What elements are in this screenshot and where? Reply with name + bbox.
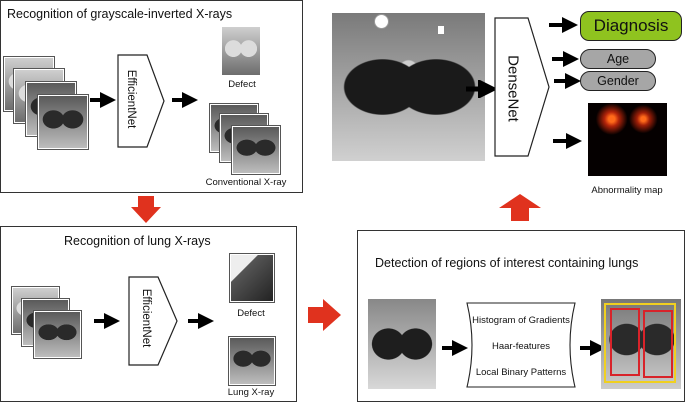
- panel3-title: Detection of regions of interest contain…: [375, 256, 639, 270]
- diagnosis-output: Diagnosis: [580, 11, 682, 41]
- defect-label-1: Defect: [228, 79, 256, 90]
- red-arrow-up: [499, 194, 541, 221]
- main-chest-xray: [332, 13, 485, 161]
- feature-methods-block: [466, 302, 576, 388]
- xray-side-marker: [438, 26, 444, 34]
- arrow-to-features: [442, 340, 468, 356]
- roi-right-lung-box: [643, 310, 673, 378]
- feature-lbp: Local Binary Patterns: [475, 367, 567, 378]
- feature-hog: Histogram of Gradients: [472, 315, 570, 326]
- input-xray-stack-2c: [34, 311, 81, 358]
- roi-left-lung-box: [610, 308, 640, 376]
- arrow-to-efficientnet-2: [94, 313, 120, 329]
- input-xray-stack-1d: [38, 95, 88, 149]
- defect-xray-2: [230, 254, 274, 302]
- efficientnet-block-2: [128, 276, 178, 366]
- abnormality-map-image: [588, 103, 667, 176]
- arrow-from-efficientnet-2: [188, 313, 214, 329]
- feature-haar: Haar-features: [491, 341, 551, 352]
- roi-input-xray: [368, 299, 436, 389]
- xray-marker-icon: [374, 14, 389, 29]
- conventional-label: Conventional X-ray: [205, 177, 287, 188]
- defect-xray-1: [222, 27, 260, 75]
- arrow-from-efficientnet-1: [172, 92, 198, 108]
- efficientnet-label-1: EfficientNet: [125, 69, 137, 129]
- gender-output: Gender: [580, 71, 656, 91]
- panel1-title: Recognition of grayscale-inverted X-rays: [7, 7, 233, 21]
- lung-xray-label: Lung X-ray: [227, 387, 275, 398]
- arrow-to-densenet: [466, 80, 498, 98]
- arrow-to-roi-result: [580, 340, 606, 356]
- arrow-to-efficientnet-1: [90, 92, 116, 108]
- age-output: Age: [580, 49, 656, 69]
- densenet-block: [494, 17, 550, 157]
- efficientnet-label-2: EfficientNet: [140, 288, 152, 348]
- defect-label-2: Defect: [237, 308, 265, 319]
- arrow-to-gender: [554, 73, 581, 89]
- arrow-to-abnormality-map: [553, 133, 582, 149]
- densenet-label: DenseNet: [504, 55, 522, 122]
- arrow-to-age: [552, 51, 579, 67]
- red-arrow-down: [131, 196, 161, 223]
- efficientnet-block-1: [117, 54, 165, 148]
- lung-xray-output: [229, 337, 275, 385]
- panel2-title: Recognition of lung X-rays: [64, 234, 211, 248]
- conventional-xray-c: [232, 126, 280, 174]
- arrow-to-diagnosis: [549, 17, 578, 33]
- red-arrow-right: [308, 299, 341, 331]
- roi-yellow-box: [604, 303, 676, 383]
- abnormality-map-label: Abnormality map: [591, 185, 663, 196]
